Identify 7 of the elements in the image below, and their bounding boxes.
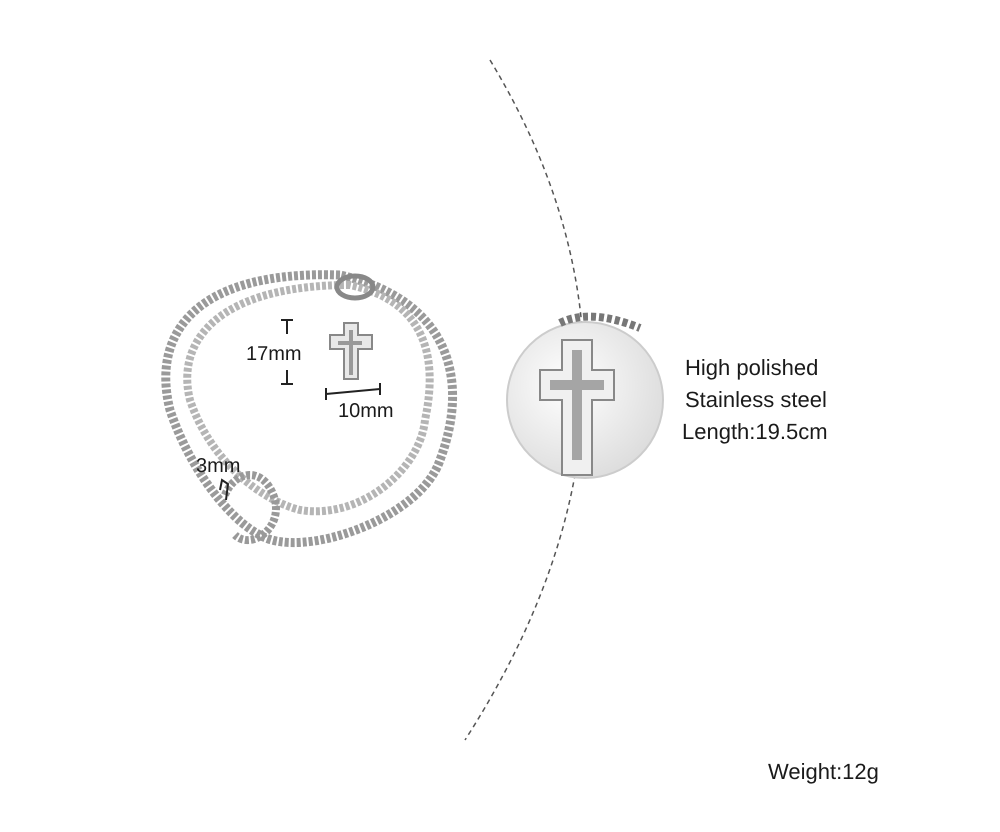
dimension-label: 10mm xyxy=(338,401,394,421)
feature-text: High polished xyxy=(685,357,818,379)
weight-text: Weight:12g xyxy=(768,761,879,783)
feature-text: Length:19.5cm xyxy=(682,421,828,443)
dimension-label: 3mm xyxy=(196,456,240,476)
dimension-label: 17mm xyxy=(246,344,302,364)
feature-text: Stainless steel xyxy=(685,389,827,411)
